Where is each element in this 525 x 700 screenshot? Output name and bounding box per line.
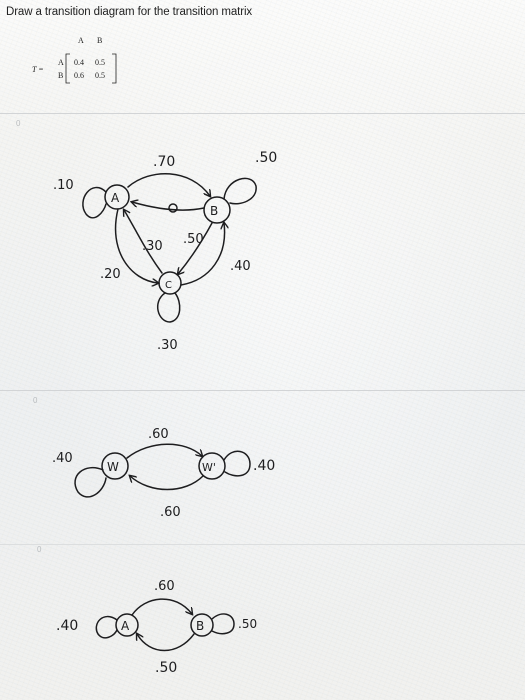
response-divider bbox=[0, 544, 525, 545]
label-b-loop: .50 bbox=[255, 150, 277, 166]
label-w-to-w-prime: .60 bbox=[148, 427, 169, 442]
label-c-to-a: .20 bbox=[100, 267, 121, 282]
response-number: 0 bbox=[37, 545, 42, 554]
matrix-row-label-b: B bbox=[58, 71, 64, 80]
node-a-label: A bbox=[121, 619, 130, 633]
node-w-label: W bbox=[107, 460, 119, 474]
loop-w-edge bbox=[74, 467, 107, 498]
diagram-2-labels: W W' .60 .40 .40 .60 bbox=[52, 427, 275, 520]
matrix-cell-ba: 0.6 bbox=[74, 71, 84, 80]
label-c-to-b: .40 bbox=[230, 259, 251, 274]
edge-b-to-c bbox=[178, 222, 213, 274]
label-b-loop: .50 bbox=[238, 617, 257, 631]
label-b-to-c: .50 bbox=[183, 232, 204, 247]
matrix-cell-ab: 0.5 bbox=[95, 58, 105, 67]
matrix-row-label-a: A bbox=[58, 58, 64, 67]
response-divider bbox=[0, 390, 525, 391]
node-b-label: B bbox=[210, 204, 218, 218]
node-a-label: A bbox=[111, 191, 120, 205]
label-a-to-b: .70 bbox=[153, 154, 175, 170]
edge-a-to-c bbox=[114, 208, 158, 283]
matrix-cell-bb: 0.5 bbox=[95, 71, 105, 80]
label-w-prime-loop: .40 bbox=[253, 458, 275, 474]
loop-a-edge bbox=[82, 186, 107, 219]
node-w-circle bbox=[101, 452, 129, 480]
node-b-label: B bbox=[196, 619, 204, 633]
loop-c-edge bbox=[156, 292, 181, 323]
diagram-2 bbox=[74, 443, 251, 498]
response-divider bbox=[0, 113, 525, 114]
label-c-loop: .30 bbox=[157, 338, 178, 353]
edge-a-to-b bbox=[127, 172, 210, 196]
edge-b-to-a bbox=[137, 634, 195, 652]
label-w-prime-to-w: .60 bbox=[160, 505, 181, 520]
diagram-3 bbox=[95, 598, 235, 652]
matrix-symbol: T = bbox=[32, 65, 44, 74]
label-a-to-c: .30 bbox=[142, 239, 163, 254]
edge-w-to-w-prime bbox=[126, 443, 202, 459]
question-prompt: Draw a transition diagram for the transi… bbox=[6, 6, 253, 18]
matrix-brackets bbox=[65, 53, 117, 84]
diagram-1-labels: A B C .70 .50 .10 .30 .50 .20 .40 .30 bbox=[53, 150, 277, 353]
node-a-circle bbox=[115, 613, 139, 637]
node-c-label: C bbox=[165, 280, 172, 291]
node-a-circle bbox=[104, 184, 130, 210]
node-w-prime-label: W' bbox=[202, 461, 216, 474]
matrix-col-header-a: A bbox=[78, 36, 84, 45]
label-a-to-b: .60 bbox=[154, 579, 175, 594]
node-b-circle bbox=[203, 196, 231, 224]
label-w-loop: .40 bbox=[52, 451, 73, 466]
loop-a-edge bbox=[95, 615, 118, 639]
edge-midpoint-marker bbox=[168, 203, 178, 213]
diagram-1 bbox=[82, 172, 257, 323]
edge-b-to-a bbox=[132, 202, 205, 211]
label-a-loop: .40 bbox=[56, 618, 78, 634]
node-w-prime-circle bbox=[198, 452, 226, 480]
response-number: 0 bbox=[33, 396, 38, 405]
response-number: 0 bbox=[16, 119, 21, 128]
diagram-3-labels: A B .60 .50 .40 .50 bbox=[56, 579, 257, 676]
loop-w-prime-edge bbox=[223, 450, 251, 477]
matrix-cell-aa: 0.4 bbox=[74, 58, 84, 67]
label-b-to-a: .50 bbox=[155, 660, 177, 676]
loop-b-edge bbox=[211, 613, 235, 635]
edge-a-to-b bbox=[131, 598, 192, 615]
matrix-col-header-b: B bbox=[97, 36, 103, 45]
edge-w-prime-to-w bbox=[130, 476, 204, 491]
edge-c-to-a bbox=[124, 210, 163, 274]
label-a-loop: .10 bbox=[53, 178, 74, 193]
loop-b-edge bbox=[223, 177, 257, 205]
transition-matrix: A B T = A B 0.4 0.5 0.6 0.5 bbox=[0, 0, 140, 100]
edge-c-to-b bbox=[180, 223, 225, 286]
node-b-circle bbox=[190, 613, 214, 637]
